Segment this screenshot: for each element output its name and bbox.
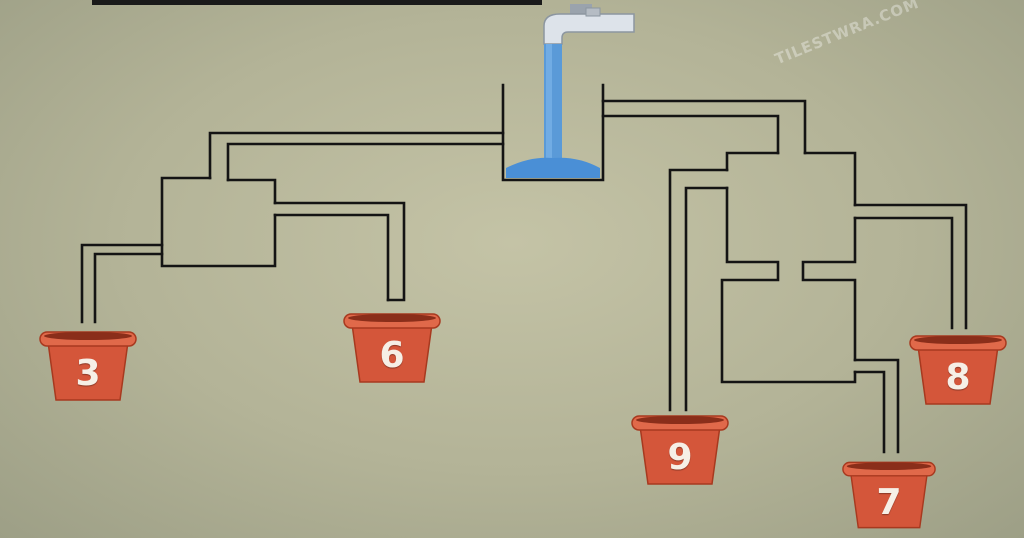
pipe-tank-right-inner [601, 114, 780, 155]
cropped-title-text [92, 0, 542, 5]
pipe-to-bucket-7-inner [853, 370, 886, 454]
pipe-to-bucket-7-outer [853, 358, 900, 454]
pipe-to-bucket-6-outer [273, 201, 406, 302]
pipe-to-bucket-3-inner [93, 252, 164, 324]
bucket-8[interactable]: 8 [908, 332, 1008, 408]
pipe-tank-to-left-box-inner [226, 142, 505, 182]
bucket-7[interactable]: 7 [841, 458, 937, 532]
bucket-icon [842, 461, 936, 529]
bucket-label: 7 [876, 482, 902, 523]
pipe-to-bucket-3-outer [80, 243, 164, 324]
bucket-9[interactable]: 9 [630, 412, 730, 488]
pipe-to-bucket-8-outer [853, 203, 968, 330]
bucket-icon [909, 335, 1007, 405]
bucket-icon [343, 313, 441, 383]
left-box [160, 176, 277, 268]
bucket-label: 6 [379, 335, 405, 376]
pipe-to-bucket-9-inner [684, 186, 729, 412]
bucket-6[interactable]: 6 [342, 310, 442, 386]
pipe-tank-to-left-box-outer [208, 131, 505, 180]
upper-right-box [720, 151, 857, 384]
faucet-icon [543, 4, 635, 45]
water [506, 44, 600, 178]
bucket-3[interactable]: 3 [38, 328, 138, 404]
pipe-tank-right-outer [601, 99, 807, 155]
bucket-label: 3 [75, 353, 101, 394]
bucket-label: 8 [945, 357, 971, 398]
bucket-icon [631, 415, 729, 485]
pipe-to-bucket-8-inner [853, 216, 954, 330]
bucket-label: 9 [667, 437, 693, 478]
pipe-to-bucket-6-inner [273, 213, 390, 302]
pipe-to-bucket-9-outer [668, 168, 729, 412]
bucket-icon [39, 331, 137, 401]
